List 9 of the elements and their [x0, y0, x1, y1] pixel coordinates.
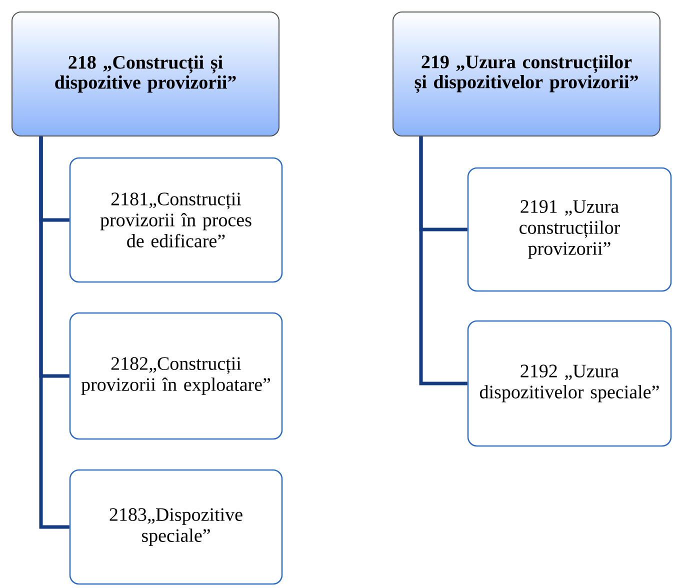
connector-line [39, 136, 70, 529]
connector-line [419, 136, 468, 386]
account-box: 2192 „Uzura dispozitivelor speciale” [467, 320, 672, 447]
account-box: 2191 „Uzura construcțiilor provizorii” [467, 167, 672, 292]
header-box: 219 „Uzura construcțiilor și dispozitivelor provizorii” [392, 12, 660, 136]
account-box: 2182„Construcții provizorii în exploatare” [69, 312, 283, 440]
account-box: 2183„Dispozitive speciale” [69, 469, 283, 585]
header-box: 218 „Construcții și dispozitive provizorii” [12, 12, 280, 136]
account-box: 2181„Construcții provizorii în proces de edificare” [69, 157, 283, 283]
